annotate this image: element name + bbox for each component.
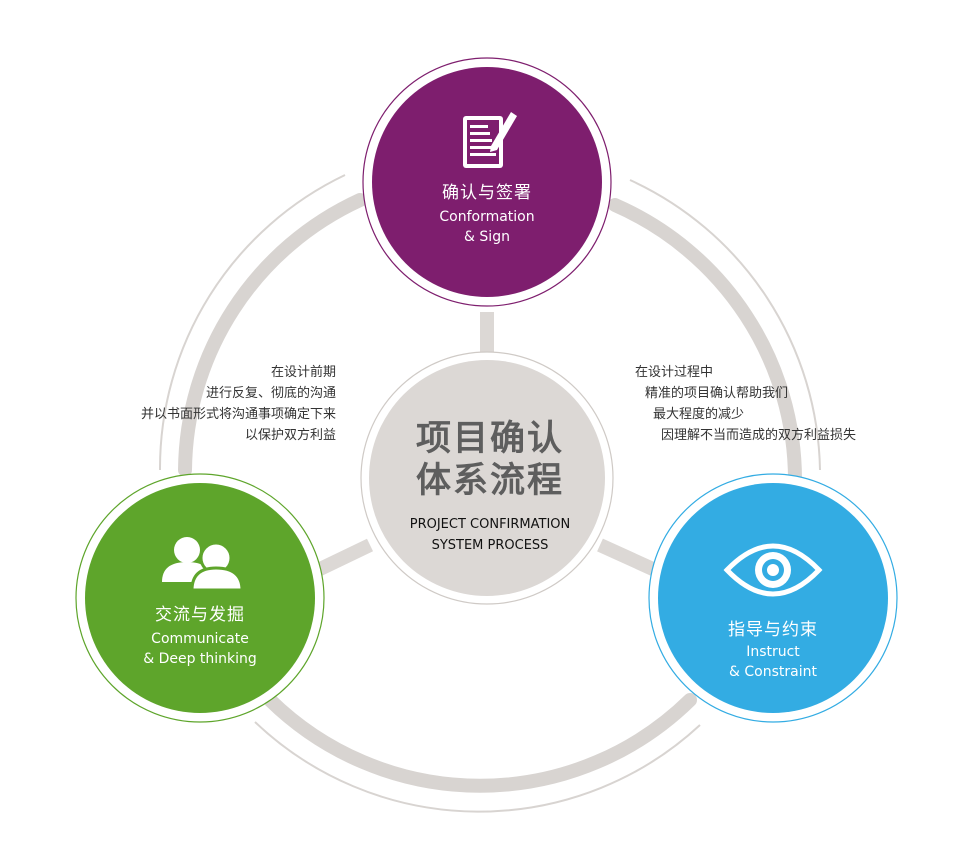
top-node-en2: & Sign <box>464 229 510 245</box>
center-title-line2: 体系流程 <box>415 461 564 501</box>
ring-arc-right <box>608 198 802 487</box>
right-note-line3: 最大程度的减少 <box>653 407 745 422</box>
top-node-label: 确认与签署 Conformation & Sign <box>387 178 587 247</box>
right-note: 在设计过程中 精准的项目确认帮助我们 最大程度的减少 因理解不当而造成的双方利益… <box>635 362 856 446</box>
right-note-line1: 在设计过程中 <box>635 365 714 380</box>
right-node-circle <box>658 483 888 713</box>
left-node-title: 交流与发掘 <box>155 605 245 625</box>
people-icon <box>162 537 244 592</box>
center-sub-line2: SYSTEM PROCESS <box>431 538 549 553</box>
left-node-circle <box>85 483 315 713</box>
ring-arc-bottom-thin <box>254 721 701 813</box>
right-node-en2: & Constraint <box>729 664 817 680</box>
right-node-label: 指导与约束 Instruct & Constraint <box>673 615 873 682</box>
right-node-title: 指导与约束 <box>728 620 818 640</box>
center-title-line1: 项目确认 <box>415 419 564 459</box>
ring-arc-left <box>178 193 367 477</box>
center-subtitle: PROJECT CONFIRMATION SYSTEM PROCESS <box>370 514 610 556</box>
left-node-en2: & Deep thinking <box>143 651 257 667</box>
document-pen-icon <box>463 112 517 168</box>
connector-right <box>597 538 658 577</box>
ring-arc-left-thin <box>158 174 346 471</box>
left-node-label: 交流与发掘 Communicate & Deep thinking <box>100 600 300 669</box>
top-node-en1: Conformation <box>439 209 535 225</box>
cycle-ring <box>158 174 821 813</box>
left-note-line3: 并以书面形式将沟通事项确定下来 <box>140 407 336 422</box>
top-node-circle <box>372 67 602 297</box>
center-circle <box>369 360 605 596</box>
top-node-title: 确认与签署 <box>442 183 532 203</box>
left-note-line1: 在设计前期 <box>270 365 336 380</box>
eye-icon <box>723 543 823 597</box>
left-note-line2: 进行反复、彻底的沟通 <box>205 386 336 401</box>
ring-arc-bottom <box>263 693 697 793</box>
left-note: 在设计前期 进行反复、彻底的沟通 并以书面形式将沟通事项确定下来 以保护双方利益 <box>141 362 336 446</box>
right-note-line2: 精准的项目确认帮助我们 <box>645 386 789 401</box>
ring-arc-right-thin <box>629 179 821 471</box>
connector-left <box>314 538 374 577</box>
center-sub-line1: PROJECT CONFIRMATION <box>409 517 571 532</box>
right-node-en1: Instruct <box>746 644 800 660</box>
center-title: 项目确认 体系流程 <box>380 418 600 502</box>
left-note-line4: 以保护双方利益 <box>244 428 336 443</box>
left-node-en1: Communicate <box>151 631 249 647</box>
right-note-line4: 因理解不当而造成的双方利益损失 <box>661 428 857 443</box>
